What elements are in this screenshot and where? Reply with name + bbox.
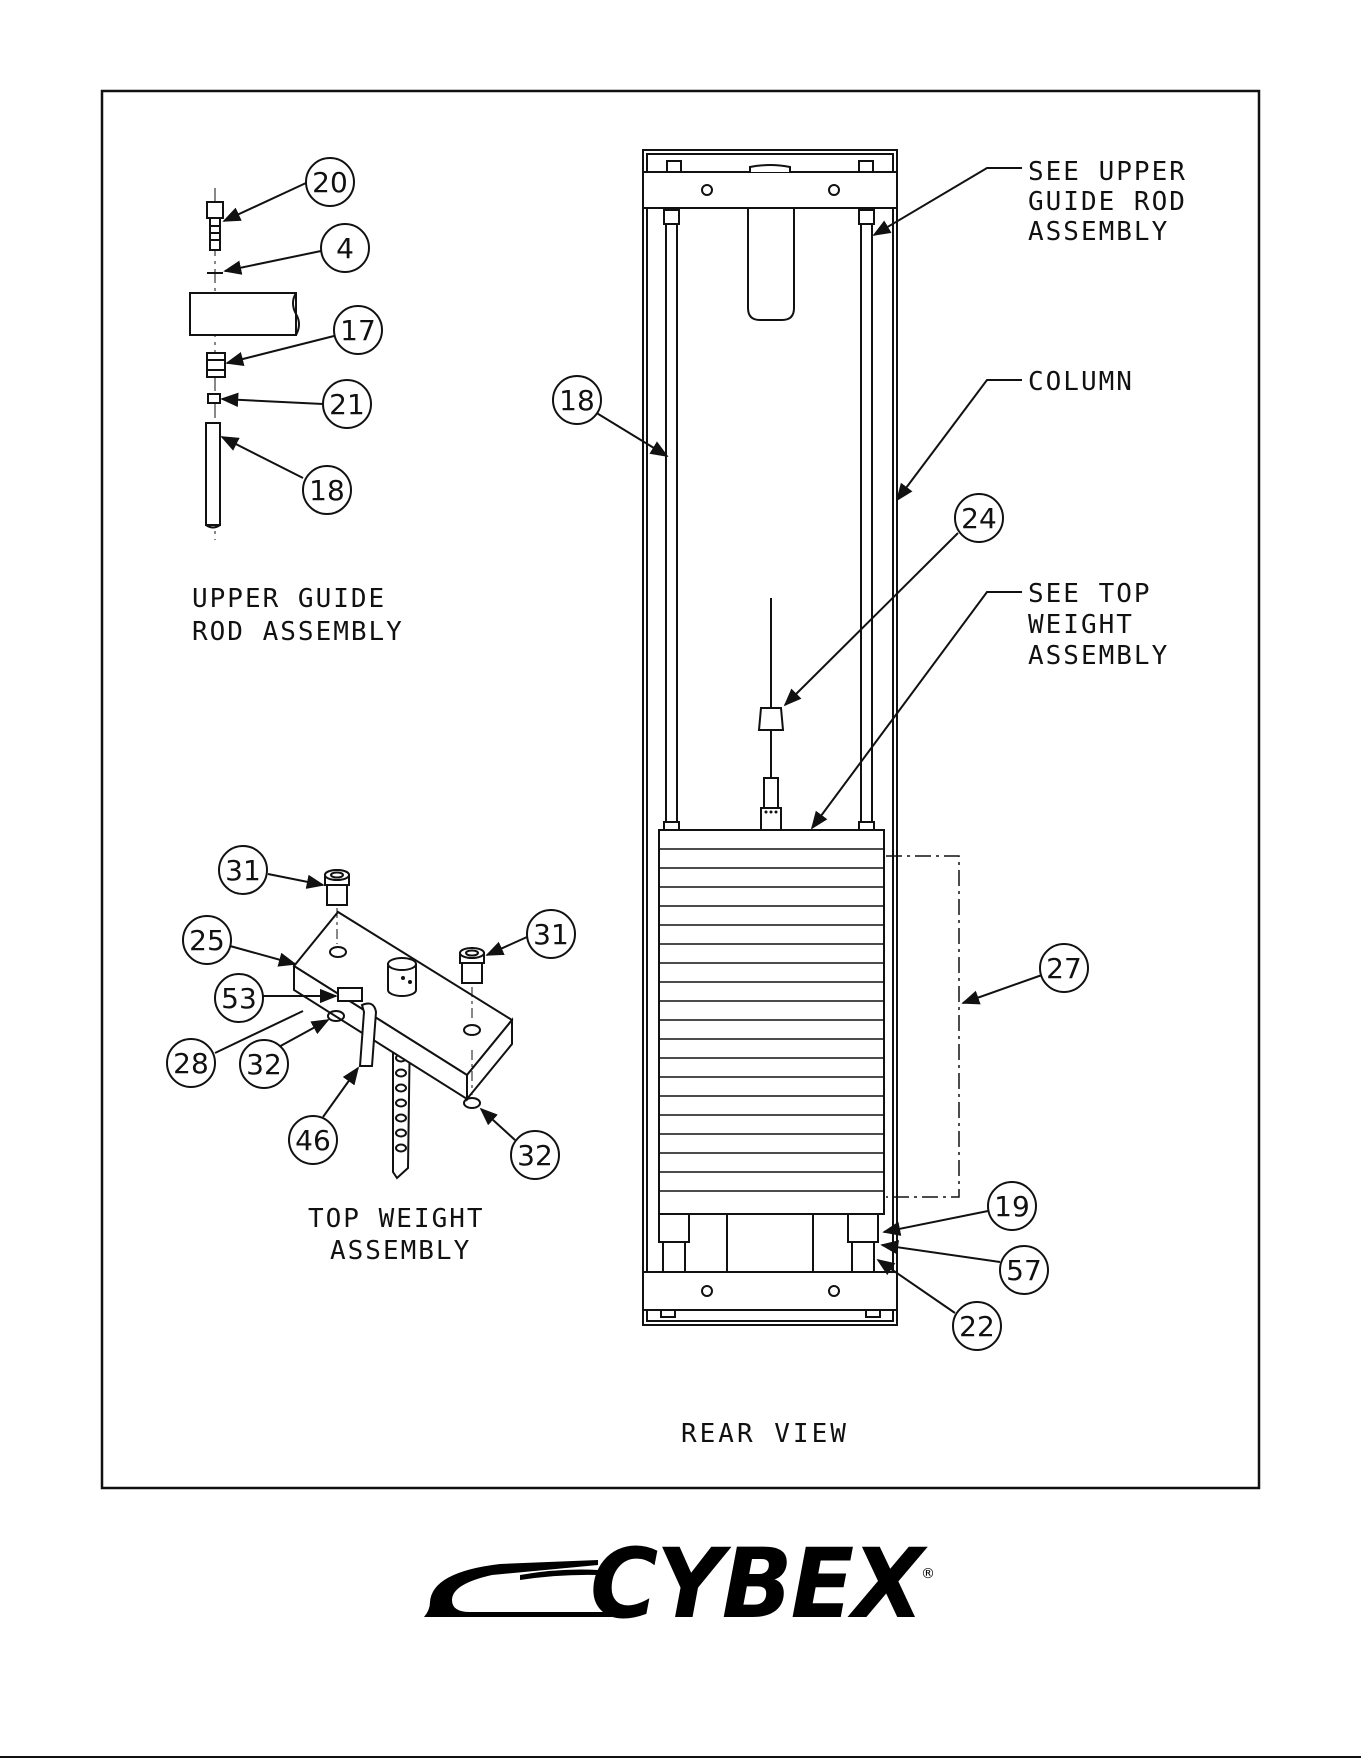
rear-view: 18 24 27 19 57 22 SEE UPPER GUI (553, 150, 1187, 1449)
callout-number: 4 (336, 232, 354, 265)
note-see-upper-line2: GUIDE ROD (1028, 187, 1187, 217)
callout-19: 19 (884, 1182, 1036, 1232)
upper-guide-title-line1: UPPER GUIDE (192, 584, 386, 614)
callout-18-rear: 18 (553, 376, 667, 456)
callout-31-left: 31 (219, 846, 323, 894)
callout-20: 20 (224, 158, 354, 221)
callout-number: 21 (329, 388, 365, 421)
callout-number: 20 (312, 166, 348, 199)
callout-number: 53 (221, 982, 257, 1015)
note-see-top-line3: ASSEMBLY (1028, 641, 1169, 671)
callout-21: 21 (222, 380, 371, 428)
callout-25: 25 (183, 916, 295, 964)
callout-number: 19 (994, 1190, 1030, 1223)
top-weight-title-line1: TOP WEIGHT (308, 1204, 485, 1234)
callout-number: 22 (959, 1310, 995, 1343)
callout-27: 27 (963, 944, 1088, 1003)
logo-swoosh-icon (424, 1560, 612, 1617)
callout-number: 18 (559, 384, 595, 417)
callout-32-right: 32 (481, 1109, 559, 1179)
note-column: COLUMN (1028, 367, 1134, 397)
upper-guide-title-line2: ROD ASSEMBLY (192, 617, 404, 647)
callout-number: 57 (1006, 1254, 1042, 1287)
top-weight-assembly: 31 31 25 53 28 32 46 (167, 846, 575, 1266)
callout-number: 32 (517, 1139, 553, 1172)
callout-57: 57 (882, 1245, 1048, 1294)
callout-number: 27 (1046, 952, 1082, 985)
callout-31-right: 31 (487, 910, 575, 958)
note-column-leader (897, 380, 1022, 500)
callout-number: 46 (295, 1124, 331, 1157)
note-see-top-line1: SEE TOP (1028, 579, 1152, 609)
note-see-upper-line1: SEE UPPER (1028, 157, 1187, 187)
note-see-upper-line3: ASSEMBLY (1028, 217, 1169, 247)
upper-guide-rod-assembly: 20 4 17 21 18 UPPER GUIDE ROD ASSEMBLY (190, 158, 404, 647)
callout-32-left: 32 (240, 1020, 328, 1088)
callout-number: 32 (246, 1048, 282, 1081)
logo-brand-text: CYBEX (590, 1528, 928, 1640)
callout-number: 28 (173, 1047, 209, 1080)
page-bottom-rule (0, 1756, 1361, 1758)
bushing-right (460, 948, 484, 983)
callout-18-upper: 18 (222, 437, 351, 514)
callout-number: 31 (225, 854, 261, 887)
top-weight-title-line2: ASSEMBLY (330, 1236, 471, 1266)
cybex-logo: CYBEX ® (424, 1528, 935, 1640)
note-see-top-line2: WEIGHT (1028, 610, 1134, 640)
callout-number: 18 (309, 474, 345, 507)
callout-4: 4 (225, 224, 369, 272)
note-top-weight-leader (812, 592, 1022, 828)
callout-number: 31 (533, 918, 569, 951)
callout-number: 25 (189, 924, 225, 957)
logo-registered-mark: ® (921, 1566, 935, 1582)
callout-number: 24 (961, 502, 997, 535)
rear-view-title: REAR VIEW (681, 1419, 849, 1449)
bushing-left (325, 870, 349, 905)
callout-46: 46 (289, 1068, 358, 1164)
callout-number: 17 (340, 314, 376, 347)
